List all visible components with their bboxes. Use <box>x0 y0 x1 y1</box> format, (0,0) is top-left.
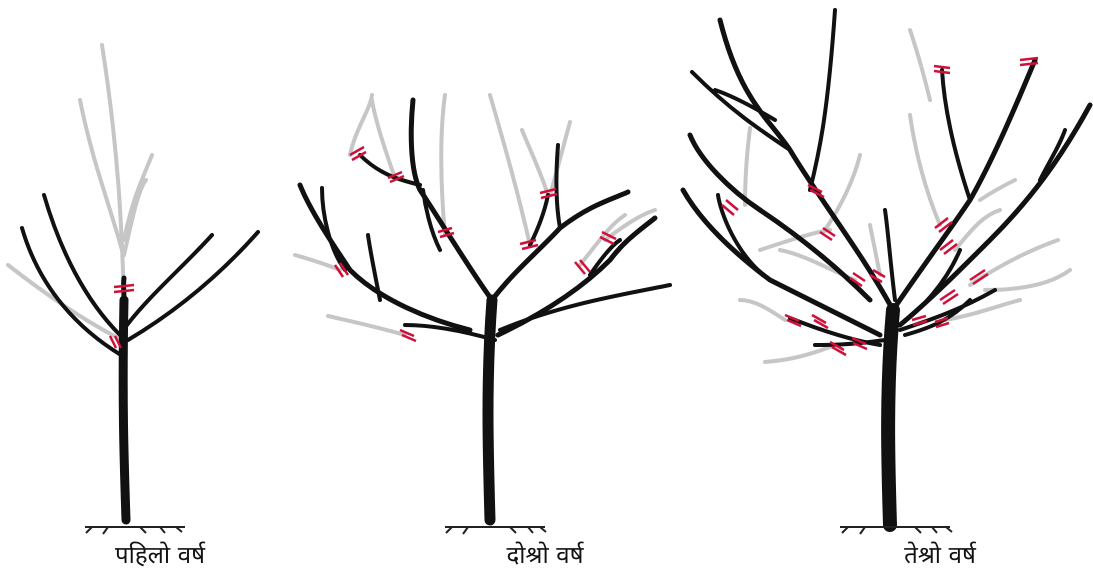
kept-branches <box>22 195 258 520</box>
tree-label-second-year: दोश्रो वर्ष <box>506 538 583 571</box>
tree-third-year <box>683 10 1090 534</box>
tree-label-third-year: तेश्रो वर्ष <box>904 538 976 571</box>
pruned-branches <box>8 45 152 338</box>
pruned-branches <box>740 30 1070 362</box>
ground <box>445 527 546 534</box>
tree-label-first-year: पहिलो वर्ष <box>115 538 205 571</box>
kept-branches <box>683 10 1090 525</box>
cut-marks <box>335 147 616 341</box>
tree-second-year <box>295 95 670 534</box>
ground <box>85 527 185 534</box>
tree-first-year <box>8 45 258 534</box>
kept-branches <box>300 100 670 520</box>
